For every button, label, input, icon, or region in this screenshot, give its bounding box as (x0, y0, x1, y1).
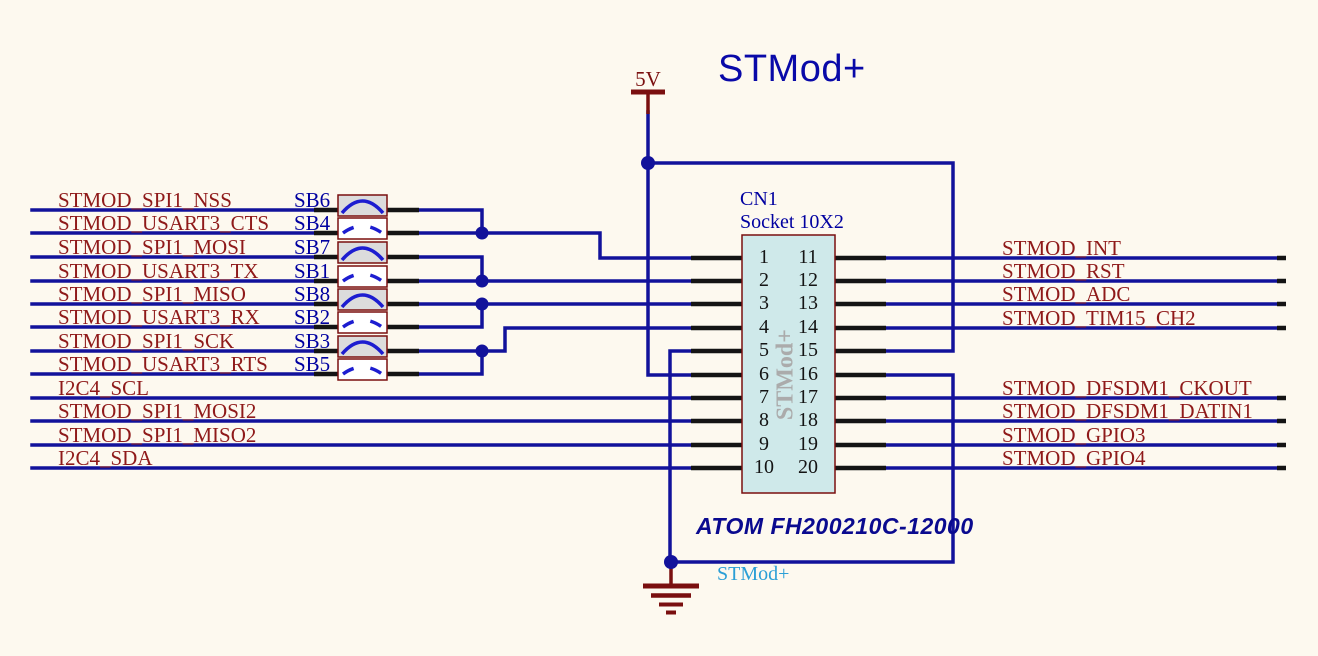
wires-layer (30, 110, 1282, 564)
pin-number: 20 (798, 456, 818, 478)
net-label-left: I2C4_SCL (58, 376, 150, 400)
solder-bridges (337, 194, 388, 381)
net-label-right: STMOD_DFSDM1_CKOUT (1002, 376, 1252, 400)
net-label-left: STMOD_USART3_TX (58, 259, 259, 283)
solder-bridge-sb7 (337, 241, 388, 264)
solder-bridge-designator: SB5 (294, 352, 331, 376)
pin-number: 16 (798, 363, 818, 385)
solder-bridge-designator: SB1 (294, 259, 331, 283)
net-label-right: STMOD_RST (1002, 259, 1125, 283)
net-label-left: STMOD_SPI1_SCK (58, 329, 235, 353)
net-label-right: STMOD_ADC (1002, 282, 1131, 306)
net-label-right: STMOD_DFSDM1_DATIN1 (1002, 399, 1253, 423)
net-label-left: STMOD_USART3_CTS (58, 211, 270, 235)
power-rail-label-5v: 5V (635, 67, 661, 91)
pin-number: 7 (759, 386, 769, 408)
connector-designator: CN1 (740, 188, 778, 210)
pin-number: 15 (798, 339, 818, 361)
net-label-left: I2C4_SDA (58, 446, 153, 470)
pin-stubs (314, 207, 1286, 471)
net-label-right: STMOD_GPIO3 (1002, 423, 1146, 447)
net-label-left: STMOD_SPI1_MISO (58, 282, 246, 306)
solder-bridge-sb3 (337, 335, 388, 358)
net-label-left: STMOD_SPI1_NSS (58, 188, 232, 212)
net-label-left: STMOD_USART3_RTS (58, 352, 268, 376)
pin-number: 17 (798, 386, 818, 408)
net-label-left: STMOD_SPI1_MOSI (58, 235, 246, 259)
net-label-left: STMOD_USART3_RX (58, 305, 260, 329)
pin-number: 8 (759, 409, 769, 431)
power-symbol-5v (631, 89, 665, 114)
pin-number: 10 (754, 456, 774, 478)
solder-bridge-designator: SB7 (294, 235, 331, 259)
solder-bridge-sb8 (337, 288, 388, 311)
solder-bridge-designator: SB4 (294, 211, 331, 235)
solder-bridge-sb5 (337, 358, 388, 381)
pin-number: 19 (798, 433, 818, 455)
pin-number: 3 (759, 292, 769, 314)
net-label-left: STMOD_SPI1_MOSI2 (58, 399, 257, 423)
sheet-title: STMod+ (718, 48, 866, 90)
pin-number: 6 (759, 363, 769, 385)
pin-number: 11 (798, 246, 818, 268)
pin-number: 14 (798, 316, 818, 338)
net-label-stmod-plus: STMod+ (717, 563, 790, 585)
solder-bridge-designator: SB3 (294, 329, 331, 353)
pin-number: 4 (759, 316, 769, 338)
solder-bridge-sb6 (337, 194, 388, 217)
solder-bridge-designator: SB8 (294, 282, 331, 306)
net-label-right: STMOD_GPIO4 (1002, 446, 1146, 470)
net-label-left: STMOD_SPI1_MISO2 (58, 423, 257, 447)
connector-type: Socket 10X2 (740, 211, 844, 233)
pin-number: 1 (759, 246, 769, 268)
pin-number: 18 (798, 409, 818, 431)
pin-number: 5 (759, 339, 769, 361)
ground-symbol (643, 564, 699, 615)
net-label-right: STMOD_TIM15_CH2 (1002, 306, 1196, 330)
pin-number: 9 (759, 433, 769, 455)
pin-number: 13 (798, 292, 818, 314)
net-label-right: STMOD_INT (1002, 236, 1121, 260)
pin-number: 2 (759, 269, 769, 291)
pin-number: 12 (798, 269, 818, 291)
solder-bridge-designator: SB6 (294, 188, 331, 212)
solder-bridge-sb2 (337, 311, 388, 334)
connector-body (741, 234, 836, 494)
junction-dots (475, 156, 678, 569)
solder-bridge-sb4 (337, 217, 388, 240)
connector-part-number: ATOM FH200210C-12000 (696, 513, 974, 539)
solder-bridge-designator: SB2 (294, 305, 331, 329)
solder-bridge-sb1 (337, 265, 388, 288)
